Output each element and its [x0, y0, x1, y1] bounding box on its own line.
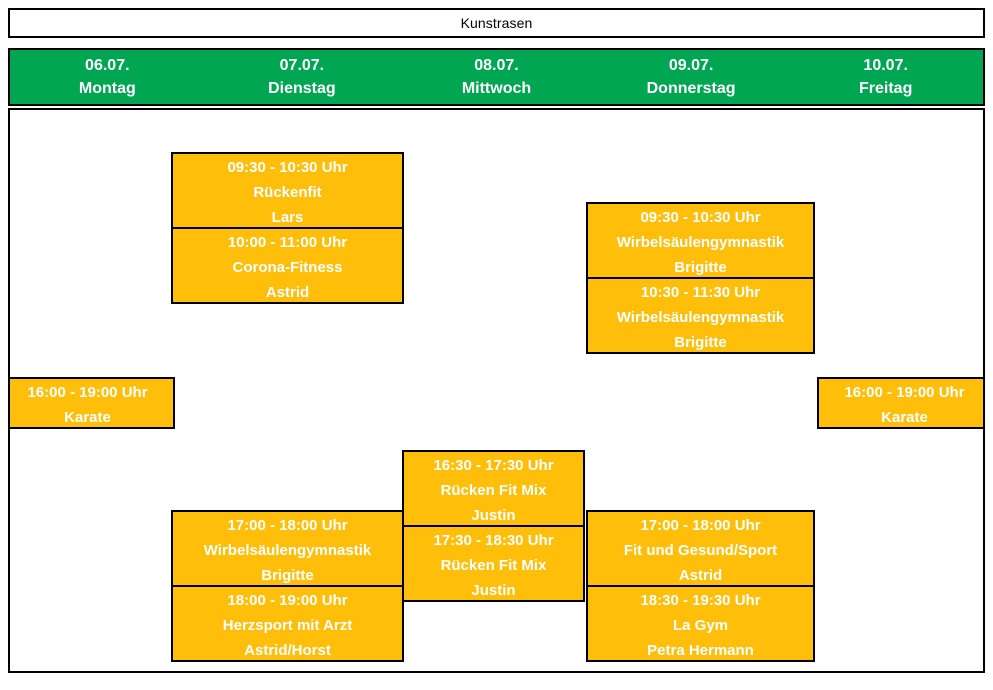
schedule-title-bar: Kunstrasen — [8, 8, 985, 38]
day-date: 09.07. — [668, 56, 714, 74]
day-name: Montag — [78, 80, 136, 97]
event-block[interactable]: 17:30 - 18:30 Uhr Rücken Fit Mix Justin — [402, 525, 585, 602]
event-time: 09:30 - 10:30 Uhr — [640, 209, 761, 226]
day-date: 06.07. — [85, 56, 130, 74]
event-instructor: Brigitte — [674, 334, 727, 351]
day-name: Dienstag — [268, 80, 336, 97]
event-block[interactable]: 17:00 - 18:00 Uhr Fit und Gesund/Sport A… — [586, 510, 815, 587]
event-block[interactable]: 10:30 - 11:30 Uhr Wirbelsäulengymnastik … — [586, 277, 815, 354]
event-activity: Rückenfit — [253, 184, 322, 201]
event-time: 09:30 - 10:30 Uhr — [227, 159, 348, 176]
day-header-mittwoch: 08.07. Mittwoch — [399, 50, 594, 104]
event-block[interactable]: 09:30 - 10:30 Uhr Rückenfit Lars — [171, 152, 404, 229]
event-activity: Fit und Gesund/Sport — [623, 542, 778, 559]
event-time: 10:30 - 11:30 Uhr — [640, 284, 761, 301]
event-time: 16:00 - 19:00 Uhr — [27, 384, 148, 401]
event-activity: Karate — [64, 409, 111, 426]
day-header-row: 06.07. Montag 07.07. Dienstag 08.07. Mit… — [8, 48, 985, 106]
event-time: 17:00 - 18:00 Uhr — [227, 517, 348, 534]
event-block[interactable]: 18:00 - 19:00 Uhr Herzsport mit Arzt Ast… — [171, 585, 404, 662]
day-date: 07.07. — [279, 56, 325, 74]
event-instructor: Astrid — [265, 284, 310, 301]
event-instructor: Petra Hermann — [647, 642, 754, 659]
event-activity: Wirbelsäulengymnastik — [203, 542, 372, 559]
event-block[interactable]: 09:30 - 10:30 Uhr Wirbelsäulengymnastik … — [586, 202, 815, 279]
event-activity: La Gym — [672, 617, 729, 634]
event-activity: Herzsport mit Arzt — [222, 617, 353, 634]
event-time: 18:00 - 19:00 Uhr — [227, 592, 348, 609]
event-activity: Rücken Fit Mix — [440, 557, 547, 574]
day-date: 10.07. — [863, 56, 908, 74]
event-activity: Karate — [881, 409, 928, 426]
event-instructor: Brigitte — [261, 567, 314, 584]
event-time: 16:00 - 19:00 Uhr — [844, 384, 965, 401]
schedule-grid-body: 16:00 - 19:00 Uhr Karate 09:30 - 10:30 U… — [8, 108, 985, 673]
weekly-schedule: Kunstrasen 06.07. Montag 07.07. Dienstag… — [8, 8, 985, 673]
event-time: 18:30 - 19:30 Uhr — [640, 592, 761, 609]
event-block[interactable]: 18:30 - 19:30 Uhr La Gym Petra Hermann — [586, 585, 815, 662]
event-instructor: Justin — [471, 582, 516, 599]
day-header-dienstag: 07.07. Dienstag — [205, 50, 400, 104]
event-block[interactable]: 16:00 - 19:00 Uhr Karate — [10, 377, 175, 429]
event-activity: Rücken Fit Mix — [440, 482, 547, 499]
event-block[interactable]: 16:00 - 19:00 Uhr Karate — [817, 377, 983, 429]
day-name: Freitag — [859, 80, 913, 97]
event-activity: Wirbelsäulengymnastik — [616, 309, 785, 326]
event-instructor: Lars — [271, 209, 304, 226]
event-block[interactable]: 17:00 - 18:00 Uhr Wirbelsäulengymnastik … — [171, 510, 404, 587]
day-name: Mittwoch — [461, 80, 532, 97]
event-activity: Corona-Fitness — [232, 259, 343, 276]
day-header-montag: 06.07. Montag — [10, 50, 205, 104]
event-instructor: Astrid/Horst — [244, 642, 331, 659]
event-time: 17:00 - 18:00 Uhr — [640, 517, 761, 534]
event-activity: Wirbelsäulengymnastik — [616, 234, 785, 251]
day-name: Donnerstag — [646, 80, 736, 97]
event-block[interactable]: 16:30 - 17:30 Uhr Rücken Fit Mix Justin — [402, 450, 585, 527]
event-block[interactable]: 10:00 - 11:00 Uhr Corona-Fitness Astrid — [171, 227, 404, 304]
event-time: 16:30 - 17:30 Uhr — [433, 457, 554, 474]
event-instructor: Astrid — [678, 567, 723, 584]
event-time: 17:30 - 18:30 Uhr — [433, 532, 554, 549]
event-instructor: Justin — [471, 507, 516, 524]
day-header-donnerstag: 09.07. Donnerstag — [594, 50, 789, 104]
event-instructor: Brigitte — [674, 259, 727, 276]
page-title: Kunstrasen — [460, 15, 533, 31]
event-time: 10:00 - 11:00 Uhr — [227, 234, 348, 251]
day-date: 08.07. — [474, 56, 519, 74]
day-header-freitag: 10.07. Freitag — [788, 50, 983, 104]
